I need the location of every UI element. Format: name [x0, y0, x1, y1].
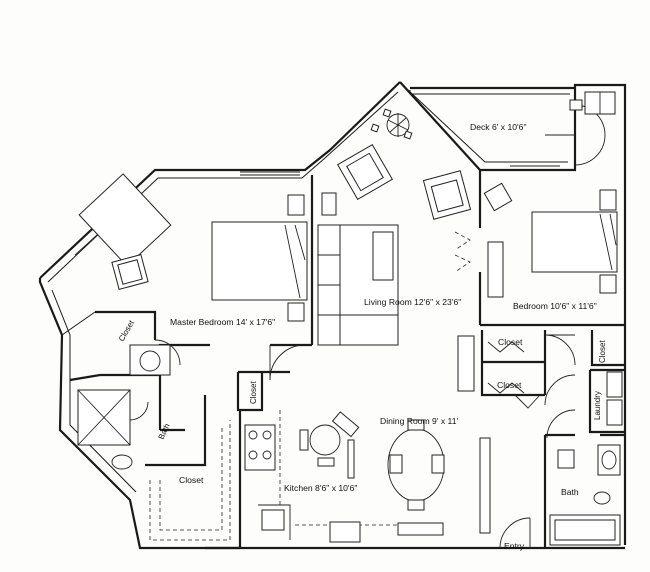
closet-label: Closet: [249, 381, 258, 404]
plant-icon: [370, 108, 413, 140]
deck-area: [569, 91, 616, 115]
closet-label: Closet: [179, 475, 204, 485]
entry-label: Entry: [504, 541, 525, 551]
deck-label: Deck 6' x 10'6": [470, 122, 527, 132]
walkin-closet: [149, 420, 231, 541]
interior-walls: [61, 170, 625, 548]
bath-label: Bath: [561, 487, 579, 497]
bedroom-furniture: [483, 182, 618, 298]
dining-table: [387, 419, 445, 536]
closet-label: Closet: [498, 337, 523, 347]
closet-label: Closet: [117, 318, 137, 343]
closet-label: Closet: [497, 380, 522, 390]
master-bath-fixtures: [77, 344, 171, 470]
living-room-furniture: [317, 108, 475, 392]
master-bedroom-label: Master Bedroom 14' x 17'6": [170, 317, 275, 327]
second-bath-fixtures: [549, 444, 621, 546]
kitchen-label: Kitchen 8'6" x 10'6": [284, 483, 357, 493]
living-room-label: Living Room 12'6" x 23'6": [364, 297, 461, 307]
laundry-fixtures: [606, 371, 623, 426]
kitchen-fixtures: [244, 410, 400, 543]
laundry-label: Laundry: [593, 391, 602, 420]
bedroom-label: Bedroom 10'6" x 11'6": [513, 301, 597, 311]
closet-label: Closet: [598, 340, 607, 363]
dining-room-label: Dining Room 9' x 11': [380, 416, 458, 426]
master-bedroom-furniture: [78, 173, 308, 322]
